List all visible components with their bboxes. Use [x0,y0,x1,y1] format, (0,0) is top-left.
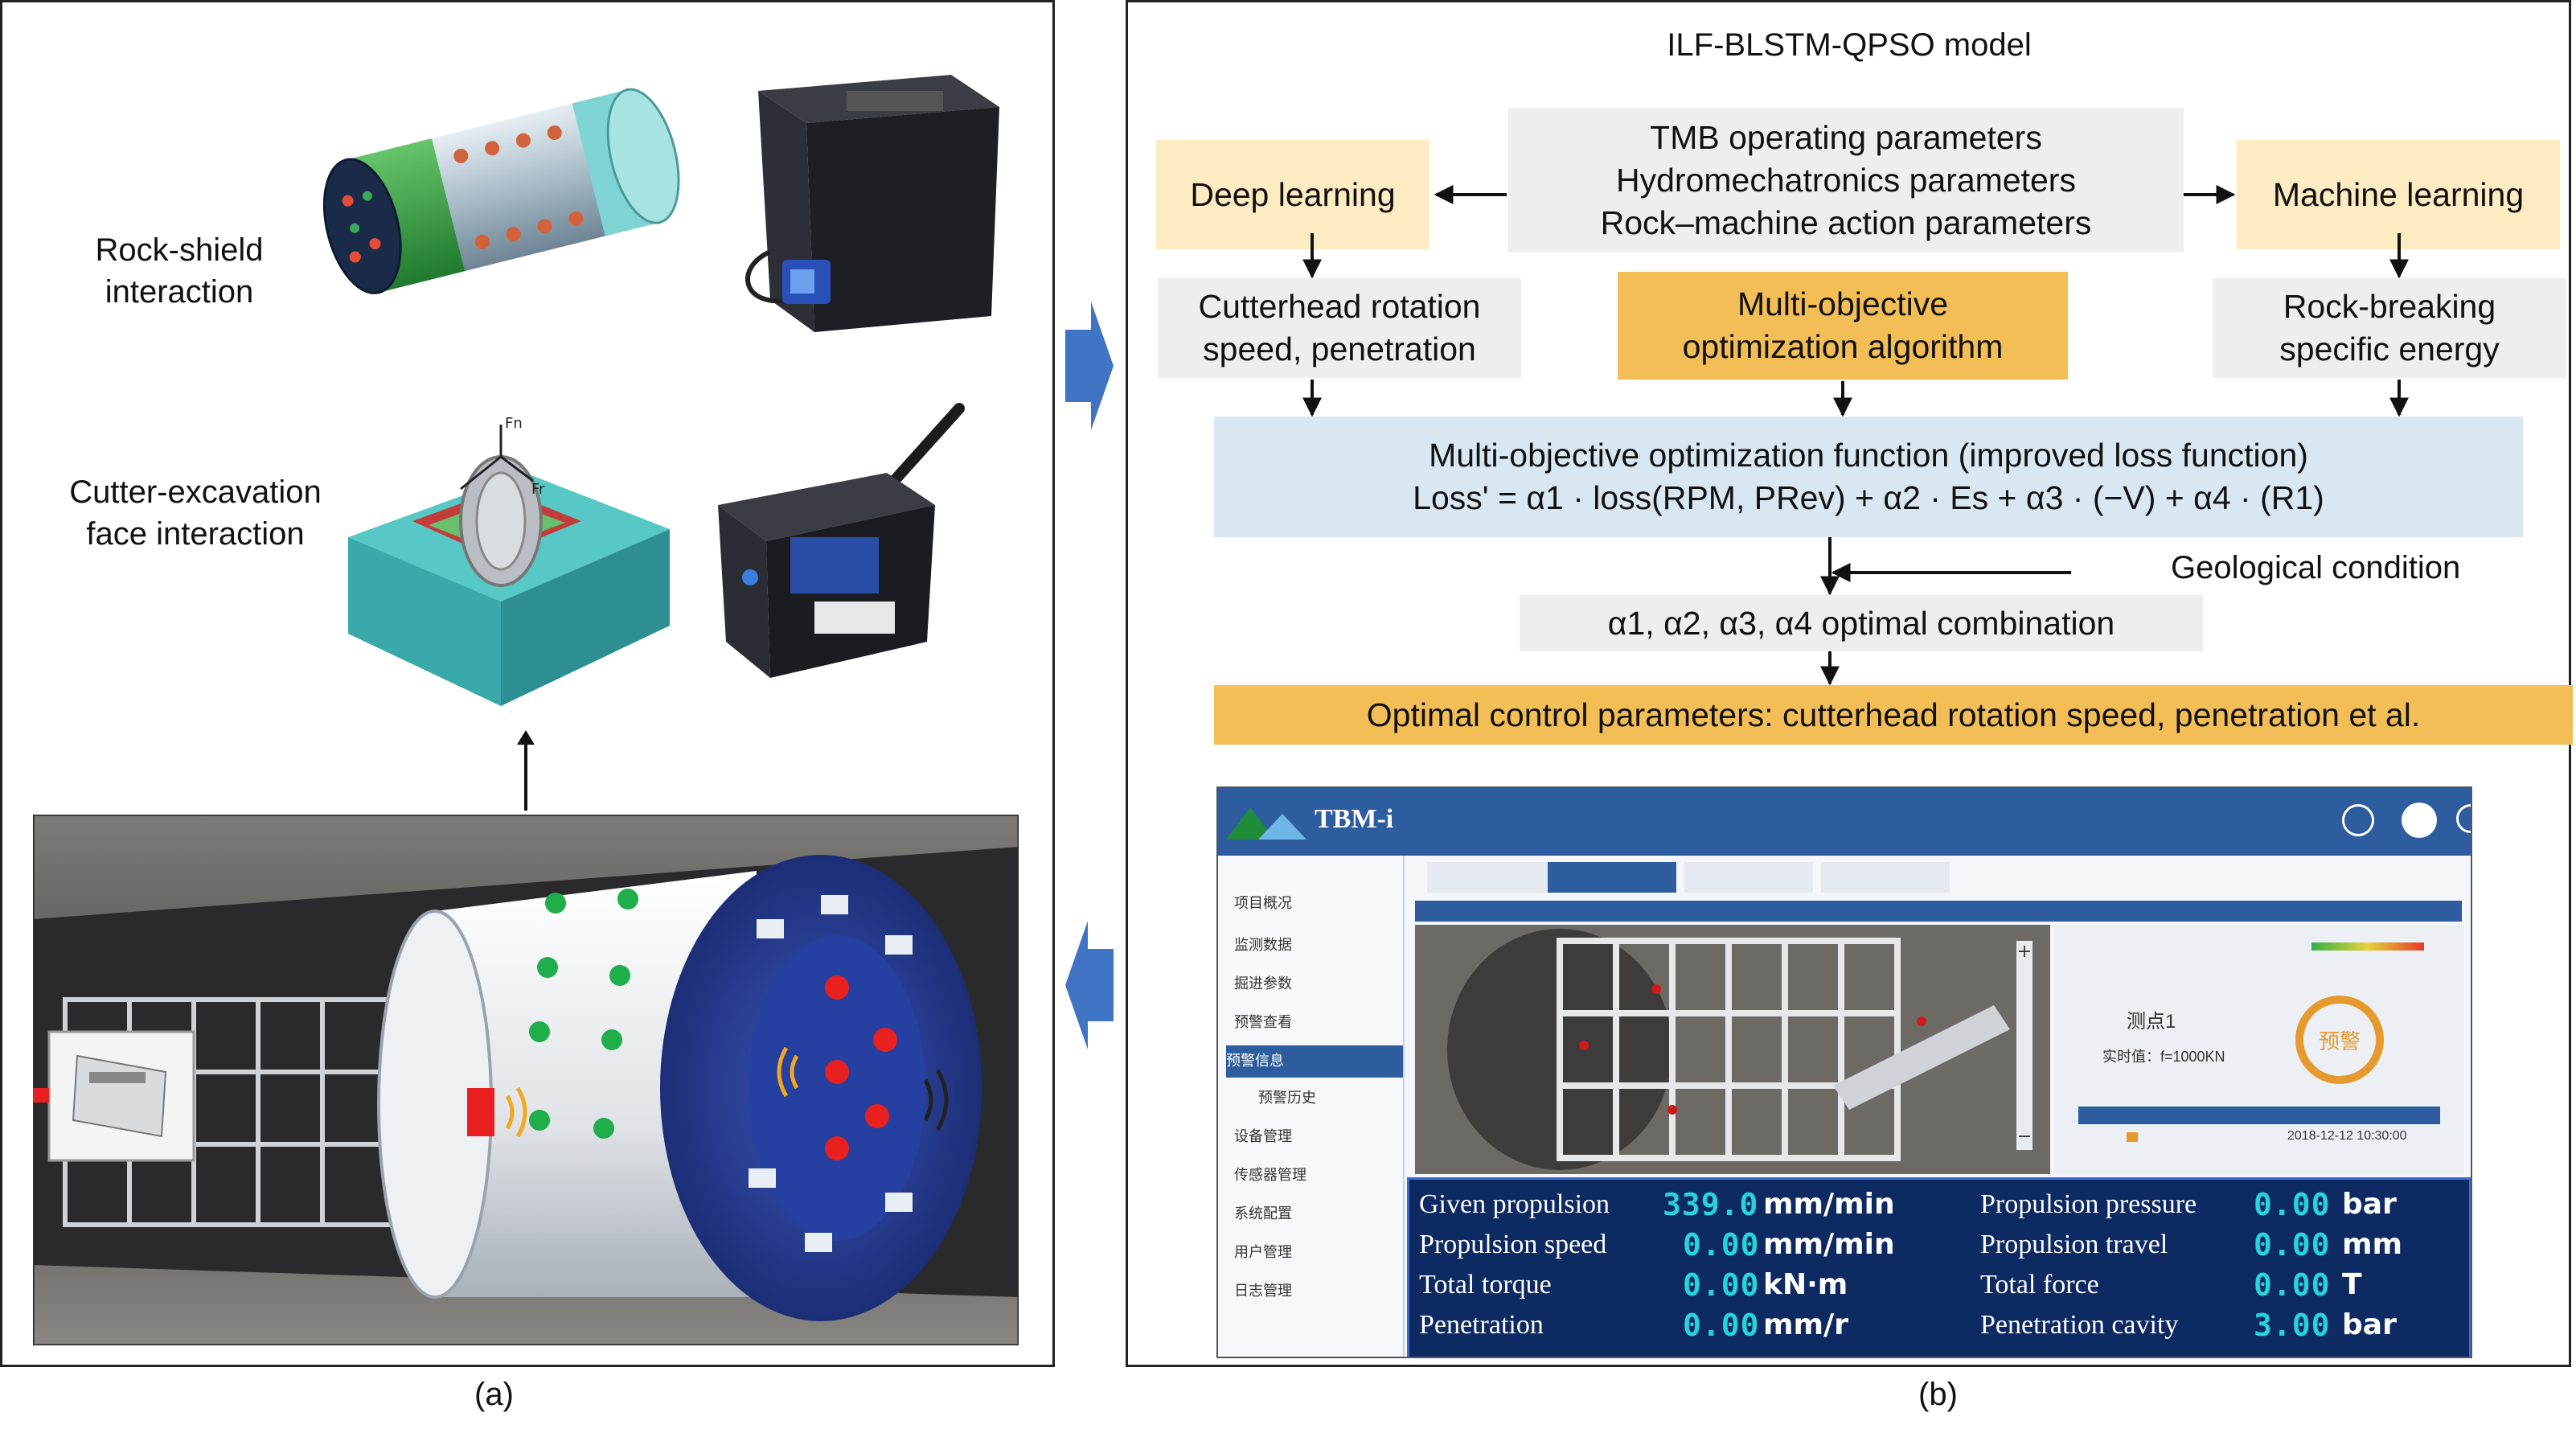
label-cutter-excavation: Cutter-excavation face interaction [69,474,322,552]
measure-point-label: 测点1 [2127,1011,2176,1033]
readout-name-given-propulsion: Given propulsion [1419,1189,1610,1219]
readout-name-penetration-cavity: Penetration cavity [1980,1310,2179,1340]
moo-algorithm-box: Multi-objective optimization algorithm [1618,272,2068,380]
sidebar-item-warning-history[interactable]: 预警历史 [1258,1090,1316,1107]
cutterhead-box: Cutterhead rotation speed, penetration [1158,278,1521,378]
readout-unit-total-torque: kN·m [1763,1268,1848,1301]
arrow-left-big [1065,921,1114,1049]
panel-a: Rock-shield interaction [0,0,1055,1367]
param-line-1: TMB operating parameters [1650,118,2042,156]
readout-name-propulsion-travel: Propulsion travel [1980,1230,2168,1259]
parameter-readout-panel: Given propulsion 339.0 mm/min Propulsion… [1407,1177,2471,1357]
sidebar-item-warning-info[interactable]: 预警信息 [1226,1045,1403,1078]
cutterhead-line-1: Cutterhead rotation [1198,288,1481,325]
readout-name-penetration: Penetration [1419,1310,1544,1340]
flow-arrows [1302,185,2409,686]
moo-algorithm-line-2: optimization algorithm [1682,328,2004,365]
sidebar-item-config[interactable]: 系统配置 [1234,1205,1292,1222]
svg-text:Fn: Fn [505,415,523,432]
readout-value-total-torque: 0.00 [1683,1267,1760,1303]
sidebar-item-users[interactable]: 用户管理 [1234,1244,1292,1261]
readout-name-propulsion-speed: Propulsion speed [1419,1230,1607,1259]
readout-value-propulsion-speed: 0.00 [1683,1227,1760,1263]
svg-text:−: − [2017,1127,2032,1147]
readout-unit-total-force: T [2342,1268,2362,1301]
parameters-box: TMB operating parameters Hydromechatroni… [1508,108,2184,253]
warning-table-date: 2018-12-12 10:30:00 [2287,1129,2407,1143]
machine-learning-box: Machine learning [2237,140,2560,249]
sidebar-item-excavation[interactable]: 掘进参数 [1234,975,1292,992]
readout-unit-propulsion-speed: mm/min [1763,1228,1895,1261]
readout-name-total-torque: Total torque [1419,1270,1552,1300]
readout-unit-given-propulsion: mm/min [1763,1188,1895,1221]
caption-b: (b) [1918,1377,1958,1412]
readout-unit-propulsion-travel: mm [2342,1228,2403,1261]
readout-value-propulsion-pressure: 0.00 [2254,1187,2331,1222]
dashboard-header: TBM-i [1218,788,2471,856]
readout-value-propulsion-travel: 0.00 [2254,1227,2331,1263]
tbm-interior-view: + − [1415,925,2050,1174]
rock-breaking-line-1: Rock-breaking [2283,288,2496,325]
svg-text:Fr: Fr [531,481,545,498]
loss-formula: Loss' = α1 · loss(RPM, PRev) + α2 · Es +… [1413,479,2324,516]
moo-function-box: Multi-objective optimization function (i… [1214,417,2523,537]
warning-ring: 预警 [2295,996,2384,1084]
user-icon[interactable] [2402,803,2437,838]
label-rock-shield: Rock-shield interaction [95,232,264,310]
readout-value-penetration-cavity: 3.00 [2254,1308,2331,1343]
tbm-logo-icon [1226,807,1306,840]
tab-4[interactable] [1821,862,1950,893]
cutterhead-line-2: speed, penetration [1203,331,1476,368]
tbm-tunnel-illustration [33,815,1019,1345]
readout-unit-penetration-cavity: bar [2342,1308,2397,1341]
arrow-up [517,730,535,811]
settings-icon[interactable] [2342,804,2374,836]
power-icon[interactable] [2456,804,2471,833]
rock-breaking-box: Rock-breaking specific energy [2213,278,2566,378]
dashboard-logo-text: TBM-i [1315,804,1394,834]
readout-unit-propulsion-pressure: bar [2342,1188,2397,1221]
dashboard-sidebar: 项目概况 监测数据 掘进参数 预警查看 预警信息 预警历史 设备管理 传感器管理… [1218,856,1405,1357]
model-title: ILF-BLSTM-QPSO model [1667,27,2032,63]
tbm-dashboard: TBM-i 项目概况 监测数据 掘进参数 预警查看 预警信息 预警历史 设备管理… [1216,786,2472,1358]
arrow-right-big [1065,302,1114,430]
sidebar-item-devices[interactable]: 设备管理 [1234,1128,1292,1145]
sensor-box-illustration [745,75,999,332]
geological-condition-label: Geological condition [2171,550,2461,585]
readout-value-total-force: 0.00 [2254,1267,2331,1303]
shield-model-illustration [322,88,680,294]
sidebar-item-sensors[interactable]: 传感器管理 [1234,1167,1306,1184]
readout-value-given-propulsion: 339.0 [1663,1187,1759,1222]
readout-name-total-force: Total force [1980,1270,2099,1300]
param-line-2: Hydromechatronics parameters [1616,161,2076,199]
moo-function-title: Multi-objective optimization function (i… [1429,437,2308,474]
readout-name-propulsion-pressure: Propulsion pressure [1980,1189,2197,1219]
warning-level-badge [2127,1132,2138,1142]
tab-3[interactable] [1684,862,1813,893]
color-scale-bar [2311,942,2424,951]
svg-text:+: + [2017,942,2032,962]
rock-breaking-line-2: specific energy [2279,331,2500,368]
tab-1[interactable] [1427,862,1556,893]
moo-algorithm-line-1: Multi-objective [1737,285,1949,322]
readout-unit-penetration: mm/r [1763,1308,1848,1341]
sidebar-item-warning[interactable]: 预警查看 [1234,1014,1292,1031]
force-value-label: 实时值：f=1000KN [2102,1049,2225,1065]
cutter-face-illustration: Fn Fr [348,415,670,706]
sidebar-item-monitoring[interactable]: 监测数据 [1234,937,1292,954]
tab-2[interactable] [1548,862,1676,893]
sidebar-item-logs[interactable]: 日志管理 [1234,1283,1292,1300]
warning-table-header [2078,1107,2440,1124]
readout-value-penetration: 0.00 [1683,1308,1760,1343]
warning-panel: 测点1 实时值：f=1000KN 预警 2018-12-12 10:30:00 [2054,925,2464,1174]
alpha-combination-box: α1, α2, α3, α4 optimal combination [1520,595,2203,651]
view-3d-header [1415,901,2462,922]
sidebar-item-overview[interactable]: 项目概况 [1234,895,1292,912]
optimal-control-box: Optimal control parameters: cutterhead r… [1214,685,2573,745]
param-line-3: Rock–machine action parameters [1600,203,2092,241]
deep-learning-box: Deep learning [1156,140,1430,249]
caption-a: (a) [474,1377,514,1412]
wireless-sensor-illustration [718,403,965,678]
